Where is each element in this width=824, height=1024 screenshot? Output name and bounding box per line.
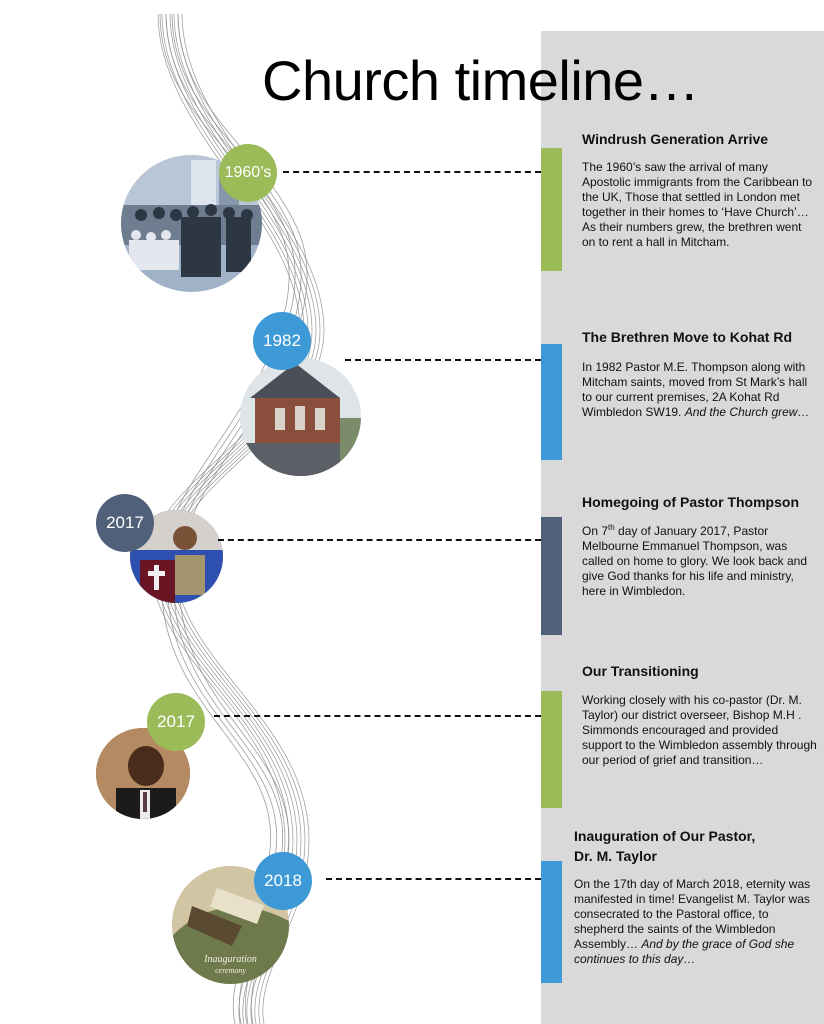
event-title-4: Our Transitioning xyxy=(582,663,699,679)
connector-2 xyxy=(345,359,541,361)
bishop-simmonds-photo xyxy=(96,728,190,819)
connector-5 xyxy=(326,878,541,880)
accent-bar-5 xyxy=(541,861,562,983)
event-body-3-pre: On 7 xyxy=(582,524,609,538)
event-body-3-text: day of January 2017, Pastor Melbourne Em… xyxy=(582,524,808,598)
pastor-thompson-photo xyxy=(130,510,223,603)
connector-1 xyxy=(283,171,541,173)
accent-bar-2 xyxy=(541,344,562,460)
event-body-3-sup: th xyxy=(608,523,615,532)
event-title-5-line-1: Inauguration of Our Pastor, xyxy=(574,828,756,844)
event-body-2-text: In 1982 Pastor M.E. Thompson along with … xyxy=(582,360,808,419)
event-body-2: In 1982 Pastor M.E. Thompson along with … xyxy=(582,360,818,420)
event-body-2-italic: And the Church grew… xyxy=(684,405,810,419)
event-body-3: On 7th day of January 2017, Pastor Melbo… xyxy=(582,520,818,599)
event-body-5: On the 17th day of March 2018, eternity … xyxy=(574,877,818,967)
event-title-5-line-2: Dr. M. Taylor xyxy=(574,848,657,864)
inauguration-photo: Inauguration ceremony xyxy=(172,866,289,984)
event-title-2: The Brethren Move to Kohat Rd xyxy=(582,329,793,345)
badge-2018: 2018 xyxy=(254,852,312,910)
inauguration-caption: Inauguration ceremony xyxy=(172,954,289,976)
badge-1982: 1982 xyxy=(253,312,311,370)
badge-2017-b: 2017 xyxy=(147,693,205,751)
event-title-3: Homegoing of Pastor Thompson xyxy=(582,494,799,510)
connector-3 xyxy=(218,539,541,541)
kohat-rd-church-photo xyxy=(240,358,361,476)
badge-2017-a: 2017 xyxy=(96,494,154,552)
event-title-1: Windrush Generation Arrive xyxy=(582,131,769,147)
caption-line-1: Inauguration xyxy=(204,954,257,965)
event-title-5: Inauguration of Our Pastor, Dr. M. Taylo… xyxy=(574,826,755,866)
caption-line-2: ceremony xyxy=(215,966,246,975)
event-body-5-italic: And by the grace of God she continues to… xyxy=(574,937,795,966)
accent-bar-1 xyxy=(541,148,562,271)
accent-bar-4 xyxy=(541,691,562,808)
connector-4 xyxy=(214,715,541,717)
page-title: Church timeline… xyxy=(262,49,700,112)
text-panel xyxy=(541,31,824,1024)
event-body-1: The 1960’s saw the arrival of many Apost… xyxy=(582,160,813,249)
badge-1960s: 1960’s xyxy=(219,144,277,202)
event-body-4: Working closely with his co-pastor (Dr. … xyxy=(582,693,817,767)
event-body-5-text: On the 17th day of March 2018, eternity … xyxy=(574,877,811,951)
accent-bar-3 xyxy=(541,517,562,635)
